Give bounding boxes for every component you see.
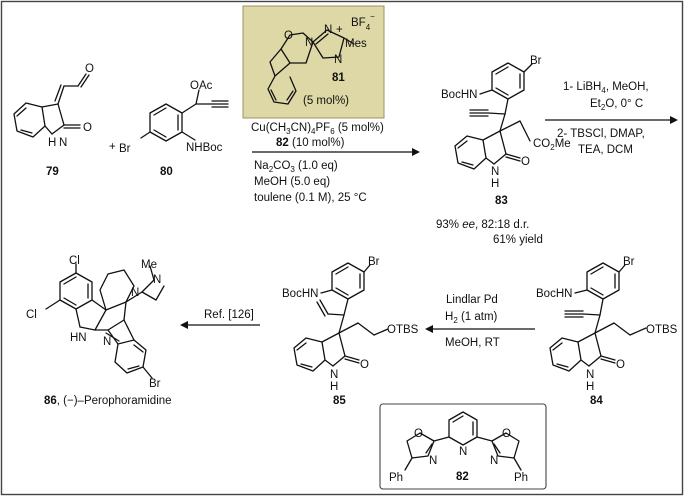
c82-oxygen-1: O [414,428,423,440]
c81-mes: Mes [345,38,367,50]
c83-yield: 61% yield [493,234,543,246]
c80-nhboc: NHBoc [186,142,223,154]
c83-n: N [491,166,499,178]
step2-base-solvent: TEA, DCM [578,144,633,156]
c84-br: Br [623,256,635,268]
compound-83-structure [454,62,533,170]
compound-85-structure [293,262,389,372]
compound-86-structure [45,263,165,379]
c85-id: 85 [333,395,346,407]
c85-otbs: OTBS [387,324,419,336]
c86-n-amidine: N [131,287,139,299]
step1-arrowhead [412,148,420,156]
c79-nh-n: N [59,137,67,149]
c86-methyl: Me [141,259,157,271]
c81-nitrogen-1: N [305,37,313,49]
c83-oxygen: O [521,156,530,168]
c86-n-imine: N [103,336,111,348]
c81-plus-charge: + [336,24,343,36]
c86-chlorine-2: Cl [26,309,37,321]
plus-sign: + [109,141,116,153]
c83-h: H [491,178,499,190]
c81-id: 81 [332,72,345,84]
step2-arrowhead [670,116,678,124]
catalyst-81-structure [267,29,355,105]
c82-phenyl-1: Ph [389,472,403,484]
c79-aldehyde-oxygen: O [85,63,94,75]
c86-chlorine-1: Cl [69,255,80,267]
compound-79-structure [13,73,90,138]
step1-base: Na2CO3 (1.0 eq) [254,160,338,174]
ligand-82-structure [404,411,522,471]
ligand-82-box [379,403,547,490]
c81-oxygen: O [284,30,293,42]
c84-n: N [586,369,594,381]
step1-methanol: MeOH (5.0 eq) [254,176,330,188]
step1-solvent: toulene (0.1 M), 25 °C [254,192,367,204]
c79-id: 79 [46,166,59,178]
c82-id: 82 [456,471,469,483]
step4-arrowhead [180,321,188,329]
catalyst-81-box [242,5,385,119]
c79-lactam-oxygen: O [83,122,92,134]
c82-nitrogen-2: N [490,455,498,467]
c84-otbs: OTBS [646,324,678,336]
c84-id: 84 [590,395,603,407]
c84-oxygen: O [616,359,625,371]
c82-nitrogen-1: N [429,455,437,467]
step4-reference: Ref. [126] [204,309,254,321]
step2-silylation: 2- TBSCl, DMAP, [557,128,645,140]
c83-bochn: BocHN [441,89,477,101]
c84-h: H [586,381,594,393]
c80-br: Br [119,143,131,155]
c85-br: Br [368,256,380,268]
c84-bochn: BocHN [536,288,572,300]
c81-nitrogen-2: N [324,24,332,36]
c86-hn: HN [70,332,87,344]
c80-oac: OAc [190,80,213,92]
step1-copper-catalyst: Cu(CH3CN)4PF6 (5 mol%) [251,122,384,136]
c83-id: 83 [495,195,508,207]
compound-84-structure [549,262,647,372]
c83-ester: CO2Me [533,138,571,152]
step3-solvent: MeOH, RT [445,337,500,349]
c82-phenyl-2: Ph [514,472,528,484]
c81-nitrogen-3: N [334,54,342,66]
c85-bochn: BocHN [282,288,318,300]
c80-id: 80 [160,166,173,178]
catalyst-loading: (5 mol%) [303,95,349,107]
c86-caption: 86, (−)–Perophoramidine [44,395,172,407]
c83-ee-dr: 93% ee, 82:18 d.r. [436,219,529,231]
compound-80-structure [140,89,229,142]
step3-hydrogen: H2 (1 atm) [445,311,498,325]
c82-nitrogen-pyridine: N [459,446,467,458]
c83-br: Br [530,55,542,67]
step3-arrowhead [425,325,433,333]
step3-catalyst: Lindlar Pd [446,294,498,306]
step2-ether: Et2O, 0° C [590,98,643,112]
c85-oxygen: O [360,359,369,371]
step1-ligand: 82 (10 mol%) [276,137,345,149]
c86-br: Br [149,378,161,390]
c86-n-methyl: N [153,274,161,286]
bf4-label: BF4− [351,12,375,32]
step2-reduction: 1- LiBH4, MeOH, [563,81,649,95]
c82-oxygen-2: O [502,428,511,440]
c85-h: H [330,381,338,393]
c85-n: N [330,369,338,381]
c79-nh-h: H [48,137,56,149]
